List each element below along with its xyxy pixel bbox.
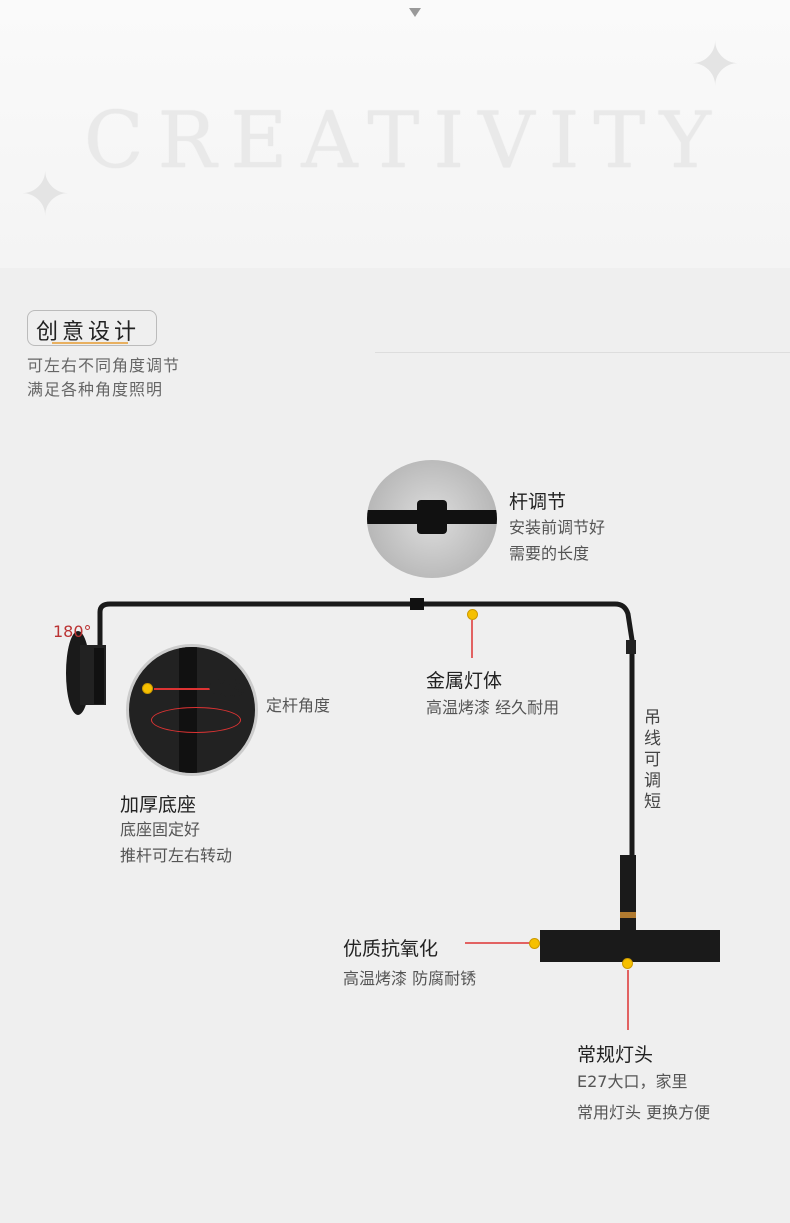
wire-label: 吊线可调短 [644,708,661,812]
body-title: 金属灯体 [426,670,503,692]
section-desc-1: 可左右不同角度调节 [27,356,181,375]
angle-label: 180° [53,622,92,641]
base-line-2: 推杆可左右转动 [120,846,233,865]
socket [620,855,636,930]
lock-detail-image [126,644,258,776]
base-title: 加厚底座 [120,794,197,816]
lock-desc: 定杆角度 [266,696,331,715]
socket-title: 常规灯头 [577,1044,654,1066]
down-arrow-icon [409,8,421,17]
banner-word: CREATIVITY [84,96,725,186]
rod-sleeve [417,500,447,534]
body-marker [467,609,478,620]
lock-marker [142,683,153,694]
shade-title: 优质抗氧化 [343,938,439,960]
socket-marker [622,958,633,969]
socket-line-2: 常用灯头 更换方便 [577,1103,711,1122]
rod-title: 杆调节 [509,491,567,513]
shade-marker [529,938,540,949]
sparkle-icon: ✦ [690,30,741,100]
lock-title: 锁键 [208,676,248,700]
sparkle-icon: ✦ [20,160,71,230]
section-tag: 创意设计 [27,310,157,346]
lamp-arm [97,601,635,860]
base-line-1: 底座固定好 [120,820,201,839]
socket-ring [620,912,636,918]
rod-line-1: 安装前调节好 [509,518,606,537]
banner [0,0,790,268]
shade-desc: 高温烤漆 防腐耐锈 [343,969,477,988]
divider [375,352,790,353]
rod-detail-image [367,460,497,578]
lamp-shade [540,930,720,962]
wire-clip [626,640,636,654]
lock-leader [154,688,210,690]
body-desc: 高温烤漆 经久耐用 [426,698,560,717]
tag-underline [52,342,128,344]
arm-joint [410,598,424,610]
socket-line-1: E27大口，家里 [577,1072,688,1091]
section-desc-2: 满足各种角度照明 [27,380,164,399]
rod-line-2: 需要的长度 [509,544,590,563]
base-pivot [94,648,104,704]
rotation-ring [151,707,241,733]
